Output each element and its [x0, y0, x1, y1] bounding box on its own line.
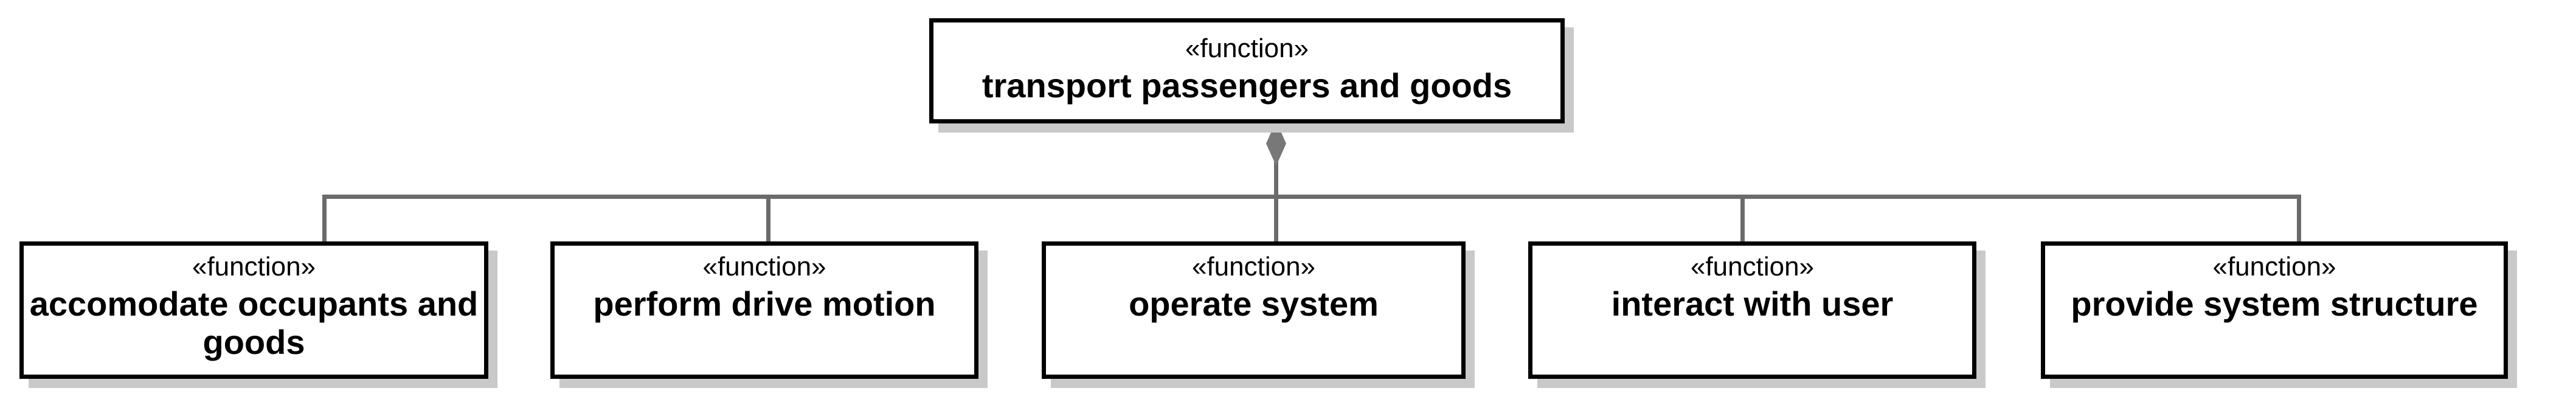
- stereotype-label: «function»: [702, 252, 826, 282]
- stereotype-label: «function»: [1690, 252, 1815, 282]
- connector-stub-root: [1274, 123, 1278, 241]
- function-name: transport passengers and goods: [982, 66, 1512, 105]
- function-name: operate system: [1129, 285, 1379, 323]
- connector-stub-child-1: [322, 199, 327, 241]
- function-name: interact with user: [1611, 285, 1894, 323]
- function-node-provide-system-structure: «function» provide system structure: [2041, 241, 2508, 379]
- function-name: accomodate occupants and goods: [29, 285, 479, 361]
- function-node-perform-drive-motion: «function» perform drive motion: [550, 241, 978, 379]
- stereotype-label: «function»: [1185, 33, 1309, 63]
- stereotype-label: «function»: [192, 252, 316, 282]
- connector-bus-line: [322, 195, 2301, 199]
- stereotype-label: «function»: [2212, 252, 2336, 282]
- function-name: provide system structure: [2071, 285, 2478, 323]
- stereotype-label: «function»: [1191, 252, 1316, 282]
- connector-stub-child-2: [766, 199, 770, 241]
- function-node-accomodate-occupants-and-goods: «function» accomodate occupants and good…: [19, 241, 488, 379]
- composition-diamond-icon: [1266, 121, 1286, 166]
- connector-stub-child-5: [2297, 199, 2301, 241]
- function-name: perform drive motion: [593, 285, 936, 323]
- function-node-operate-system: «function» operate system: [1042, 241, 1466, 379]
- function-node-interact-with-user: «function» interact with user: [1528, 241, 1976, 379]
- connector-stub-child-4: [1740, 199, 1745, 241]
- function-node-root: «function» transport passengers and good…: [929, 18, 1565, 123]
